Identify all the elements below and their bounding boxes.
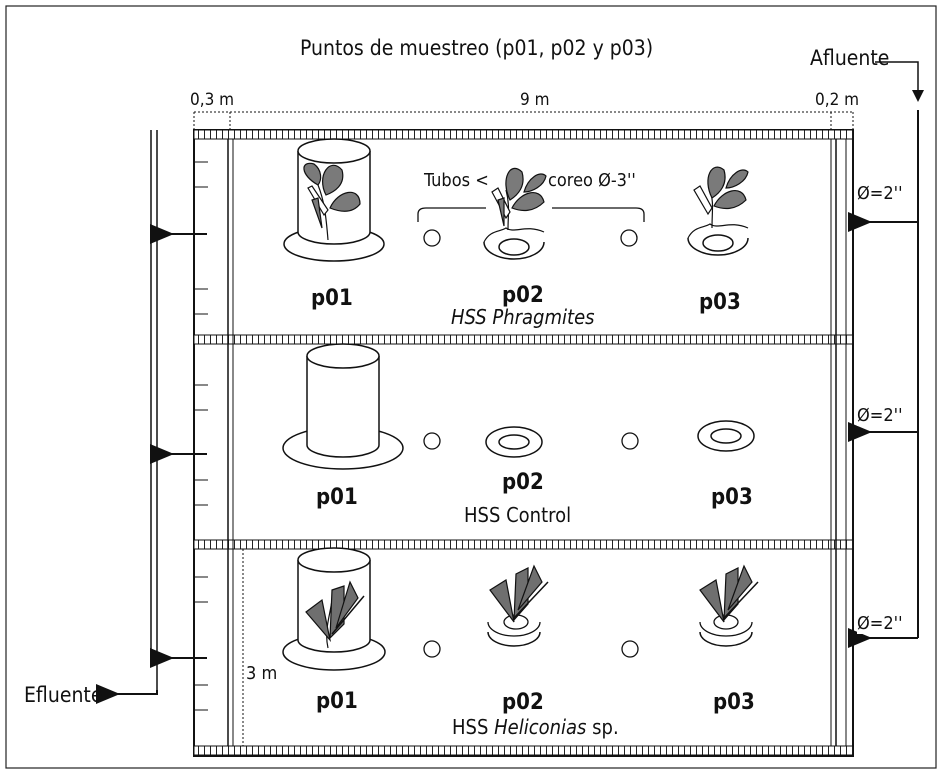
pipe-diameter-3: Ø=2'' xyxy=(857,613,903,634)
sampling-tube-right-control xyxy=(621,432,639,450)
heliconia-plant-icon xyxy=(305,580,365,649)
dimension-right-margin: 0,2 m xyxy=(815,90,860,110)
effluent-collector xyxy=(96,130,207,704)
sampling-point-label: p03 xyxy=(711,485,753,510)
phragmites-plant-icon xyxy=(491,167,547,231)
dimension-left-margin: 0,3 m xyxy=(190,90,235,110)
sampling-point-label: p02 xyxy=(502,283,544,308)
sampling-ring-p03-control xyxy=(697,420,755,452)
sampling-point-label: p01 xyxy=(311,286,353,311)
left-ticks xyxy=(194,161,208,711)
dimension-length: 9 m xyxy=(520,90,550,110)
cell-name-heliconias: HSS Heliconias sp. xyxy=(452,715,619,739)
cell-heliconias xyxy=(282,547,759,671)
dimension-width: 3 m xyxy=(246,663,278,684)
inflow-label: Afluente xyxy=(810,46,890,70)
wall-divider-2 xyxy=(193,539,854,550)
wall-bottom xyxy=(193,745,854,756)
sampling-point-label: p02 xyxy=(502,690,544,715)
sampling-ring-p02-control xyxy=(485,426,543,458)
sampling-tube-right-heliconias xyxy=(621,640,639,658)
outer-frame xyxy=(5,5,937,769)
heliconia-plant-icon xyxy=(699,564,759,623)
heliconia-plant-icon xyxy=(489,564,549,623)
cell-name-phragmites: HSS Phragmites xyxy=(451,305,595,329)
sampler-cylinder-p01-control xyxy=(282,343,404,470)
wall-divider-1 xyxy=(193,334,854,345)
phragmites-plant-icon xyxy=(303,162,361,241)
sampling-tube-right-p02 xyxy=(620,229,638,247)
tubes-annotation-prefix: Tubos < xyxy=(424,170,489,191)
influent-pipe xyxy=(848,61,924,648)
pipe-diameter-2: Ø=2'' xyxy=(857,405,903,426)
sampling-tube-left-control xyxy=(423,432,441,450)
sampling-point-label: p01 xyxy=(316,689,358,714)
sampler-cylinder-p01-phragmites xyxy=(283,138,385,262)
sampling-point-label: p02 xyxy=(502,470,544,495)
cell-name-control: HSS Control xyxy=(464,503,572,527)
sampling-ring-p02-phragmites xyxy=(483,227,545,260)
tubes-annotation-suffix: coreo Ø-3'' xyxy=(548,170,636,191)
cell-control xyxy=(282,343,755,470)
cell-phragmites xyxy=(283,138,749,262)
sampling-point-label: p03 xyxy=(699,290,741,315)
sampling-point-label: p01 xyxy=(316,485,358,510)
diagram-title: Puntos de muestreo (p01, p02 y p03) xyxy=(300,36,654,60)
sampling-tube-left-heliconias xyxy=(423,640,441,658)
sampling-point-label: p03 xyxy=(713,690,755,715)
sampling-tube-left-p02 xyxy=(423,229,441,247)
sampling-ring-p03-phragmites xyxy=(687,223,749,256)
phragmites-plant-icon xyxy=(693,166,749,229)
wall-top xyxy=(193,129,854,140)
sampling-ring-p03-heliconias xyxy=(699,614,753,647)
pipe-diameter-1: Ø=2'' xyxy=(857,183,903,204)
dimension-lines xyxy=(193,111,854,746)
outflow-label: Efluente xyxy=(24,683,103,707)
